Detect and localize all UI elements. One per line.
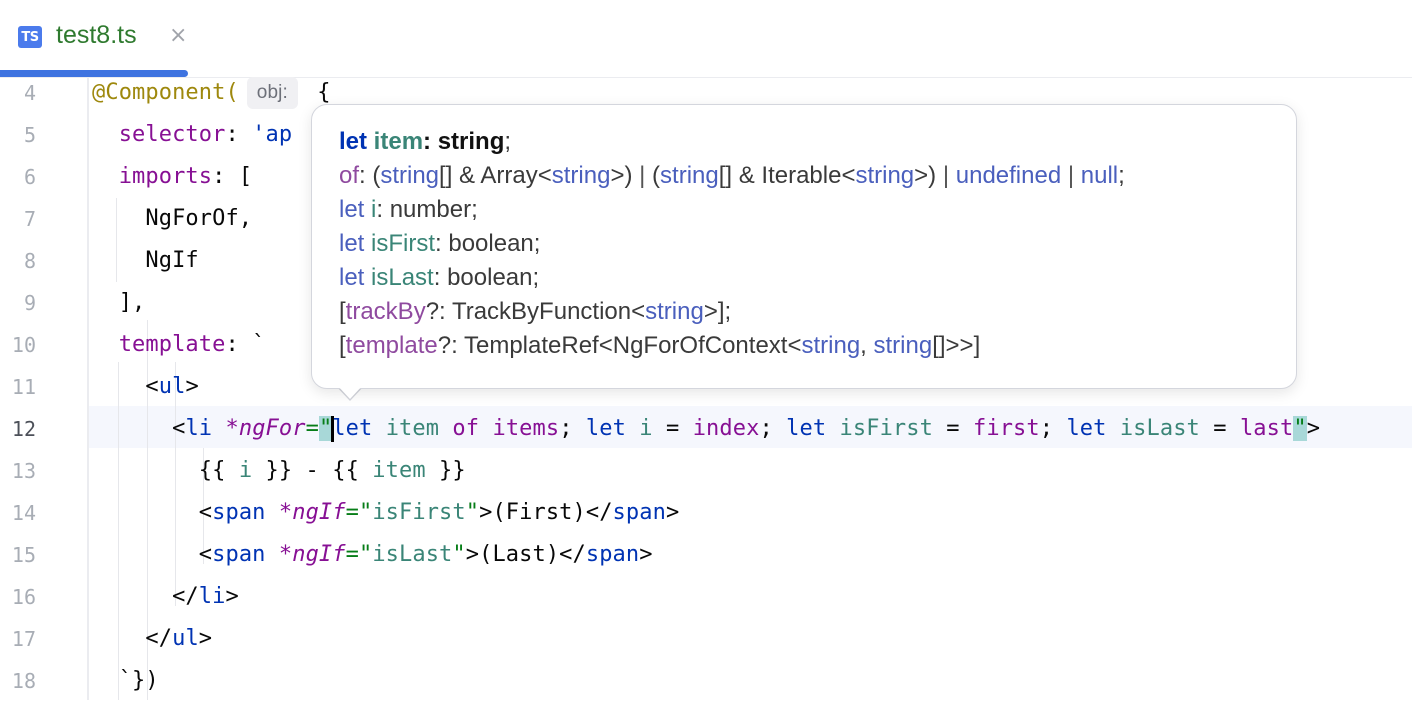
code-line-11: <ul> (145, 374, 199, 399)
line-number: 16 (11, 585, 36, 609)
editor-tab-bar: TS test8.ts × (0, 0, 1412, 78)
indent-guide (203, 448, 204, 564)
current-line-highlight (0, 406, 1412, 448)
line-number: 6 (23, 165, 36, 189)
popup-line-trackby: [trackBy?: TrackByFunction<string>]; (339, 298, 732, 325)
popup-line-item: let item: string; (339, 128, 512, 155)
indent-guide (147, 320, 148, 700)
popup-line-isfirst: let isFirst: boolean; (339, 230, 541, 257)
popup-line-islast: let isLast: boolean; (339, 264, 540, 291)
active-tab-indicator (0, 70, 188, 77)
tab-title: test8.ts (56, 21, 137, 49)
code-line-18: `}) (118, 668, 159, 693)
line-number: 10 (11, 333, 36, 357)
code-line-17: </ul> (145, 626, 213, 651)
line-number: 18 (11, 669, 36, 693)
code-line-16: </li> (172, 584, 239, 609)
tab-test8-ts[interactable]: TS test8.ts × (0, 0, 188, 77)
code-line-4: @Component(obj: { (92, 72, 331, 114)
code-line-5: selector: 'ap (118, 122, 293, 147)
line-number: 15 (11, 543, 36, 567)
text-caret (331, 416, 335, 442)
line-number-current: 12 (11, 417, 36, 441)
popup-pointer-fill (337, 385, 363, 399)
popup-line-of: of: (string[] & Array<string>) | (string… (339, 162, 1125, 189)
close-icon[interactable]: × (169, 23, 188, 48)
code-line-10: template: ` (118, 332, 266, 357)
code-editor[interactable]: @Component(obj: { selector: 'ap imports:… (89, 77, 1412, 700)
parameter-hint: obj: (246, 77, 298, 109)
indent-guide (175, 362, 176, 606)
code-line-6: imports: [ (118, 164, 253, 189)
code-line-7: NgForOf, (145, 206, 253, 231)
matched-quote-open: " (318, 416, 333, 441)
line-number: 4 (23, 81, 36, 105)
type-info-popup: let item: string; of: (string[] & Array<… (311, 104, 1297, 389)
line-number: 7 (23, 207, 36, 231)
line-number: 8 (23, 249, 36, 273)
line-number: 5 (23, 123, 36, 147)
line-number-gutter[interactable]: 4 5 6 7 8 9 10 11 12 13 14 15 16 17 18 (0, 78, 87, 700)
line-number: 11 (11, 375, 36, 399)
code-line-12-current: <li *ngFor="let item of items; let i = i… (172, 416, 1321, 442)
gutter-separator (87, 78, 89, 700)
indent-guide (116, 198, 117, 282)
line-number: 9 (23, 291, 36, 315)
matched-quote-close: " (1293, 416, 1307, 441)
code-line-15: <span *ngIf="isLast">(Last)</span> (198, 542, 653, 567)
indent-guide (118, 362, 119, 700)
code-line-9: ], (118, 290, 146, 315)
code-line-8: NgIf (145, 248, 199, 273)
popup-line-i: let i: number; (339, 196, 478, 223)
popup-line-template: [template?: TemplateRef<NgForOfContext<s… (339, 332, 981, 359)
code-line-14: <span *ngIf="isFirst">(First)</span> (198, 500, 680, 525)
line-number: 13 (11, 459, 36, 483)
typescript-file-icon: TS (18, 26, 42, 48)
line-number: 17 (11, 627, 36, 651)
code-line-13: {{ i }} - {{ item }} (198, 458, 466, 483)
line-number: 14 (11, 501, 36, 525)
